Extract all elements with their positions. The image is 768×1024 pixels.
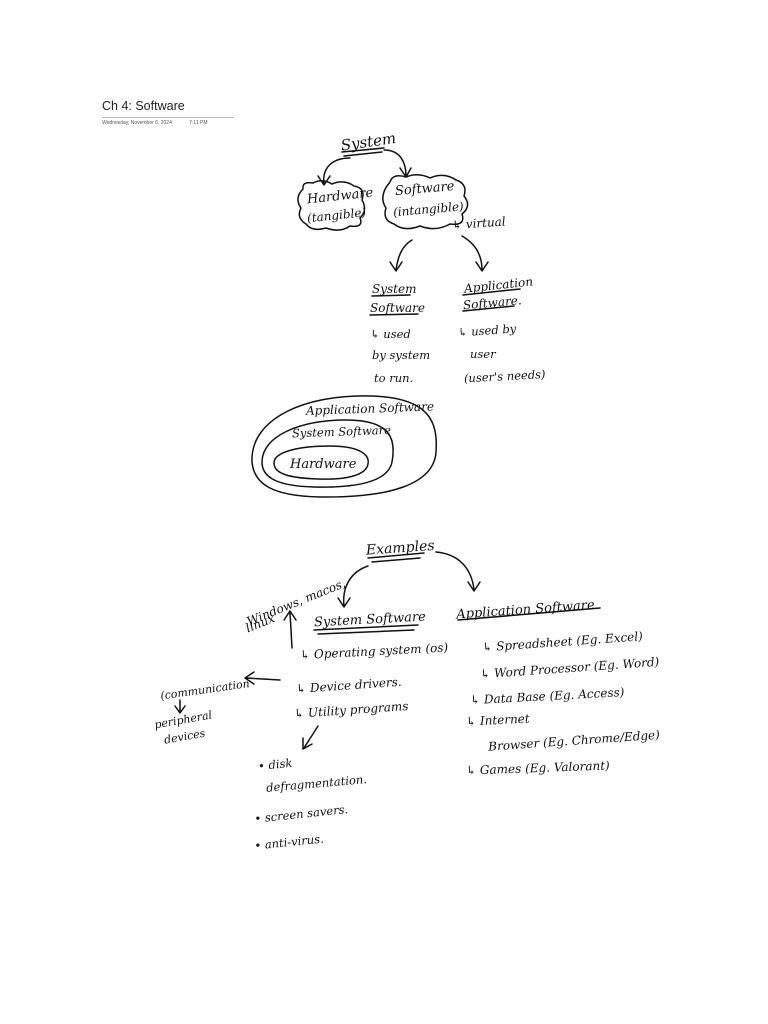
layer-outer-ellipse xyxy=(251,395,438,498)
hardware-cloud xyxy=(297,180,366,231)
system-item-utility: ↳ Utility programs xyxy=(294,699,409,721)
layer-outer-label: Application Software xyxy=(305,399,434,417)
application-item-games: ↳ Games (Eg. Valorant) xyxy=(466,759,610,778)
layer-middle-label: System Software xyxy=(292,423,392,440)
application-item-database: ↳ Data Base (Eg. Access) xyxy=(470,685,625,707)
layer-inner-label: Hardware xyxy=(289,457,357,472)
title-divider xyxy=(102,117,234,118)
arrow-utility-to-list xyxy=(302,725,319,750)
arrow-communication-to-peripheral xyxy=(174,699,186,714)
hardware-label: Hardware xyxy=(305,185,374,207)
arrow-to-application-software xyxy=(461,235,489,272)
utility-item-screen-savers: • screen savers. xyxy=(254,802,349,826)
application-software-desc-1: ↳ used by xyxy=(457,321,517,339)
page-date: Wednesday, November 6, 2024 xyxy=(102,120,172,126)
application-software-underline xyxy=(462,288,521,296)
utility-item-anti-virus: • anti-virus. xyxy=(254,832,325,853)
page-meta: Wednesday, November 6, 2024 7:11 PM xyxy=(102,120,234,126)
arrow-to-system-examples xyxy=(337,565,369,608)
page-header: Ch 4: Software Wednesday, November 6, 20… xyxy=(102,98,234,126)
application-item-word-processor: ↳ Word Processor (Eg. Word) xyxy=(480,655,660,682)
software-cloud xyxy=(382,174,469,230)
drivers-note-line-2: peripheral xyxy=(153,708,213,731)
software-label: Software xyxy=(394,179,455,199)
system-software-underline xyxy=(371,294,411,297)
system-item-os: ↳ Operating system (os) xyxy=(300,640,449,662)
layer-inner-ellipse xyxy=(273,445,369,480)
application-item-internet: ↳ Internet xyxy=(466,711,530,728)
page-title: Ch 4: Software xyxy=(102,99,185,113)
tree-root-underline xyxy=(341,147,385,157)
arrow-drivers-to-communication xyxy=(244,671,281,685)
system-software-heading-2: Software xyxy=(370,301,425,315)
application-software-desc-2: user xyxy=(470,347,497,361)
virtual-note: ↳ virtual xyxy=(451,215,506,233)
drivers-note-line-3: devices xyxy=(163,727,207,747)
arrow-to-application-examples xyxy=(435,551,481,592)
application-item-spreadsheet: ↳ Spreadsheet (Eg. Excel) xyxy=(482,629,644,654)
system-examples-underline xyxy=(313,624,419,635)
page-time: 7:11 PM xyxy=(189,120,208,126)
arrow-to-software xyxy=(383,149,412,178)
drivers-note-line-1: (communication xyxy=(160,677,251,702)
utility-item-defragmentation: defragmentation. xyxy=(266,772,368,795)
layer-middle-ellipse xyxy=(261,419,394,488)
system-software-heading: System xyxy=(372,282,416,296)
hardware-note: (tangible) xyxy=(306,205,367,225)
application-software-underline-2 xyxy=(462,305,515,312)
system-item-drivers: ↳ Device drivers. xyxy=(296,675,402,696)
examples-underline xyxy=(367,552,425,563)
application-item-browser: Browser (Eg. Chrome/Edge) xyxy=(487,728,661,754)
arrow-to-system-software xyxy=(389,239,413,272)
system-software-desc-3: to run. xyxy=(374,371,413,385)
arrow-os-to-examples xyxy=(283,610,297,649)
system-examples-heading: System Software xyxy=(314,610,427,631)
software-note: (intangible) xyxy=(392,199,464,219)
system-software-desc-2: by system xyxy=(372,348,430,362)
utility-item-disk: • disk xyxy=(257,756,293,774)
application-software-heading: Application xyxy=(462,275,533,296)
application-software-heading-2: Software. xyxy=(462,293,522,312)
system-software-desc-1: ↳ used xyxy=(370,327,411,341)
application-examples-underline xyxy=(457,607,601,621)
application-software-desc-3: (user's needs) xyxy=(464,367,546,385)
system-software-underline-2 xyxy=(369,313,419,316)
